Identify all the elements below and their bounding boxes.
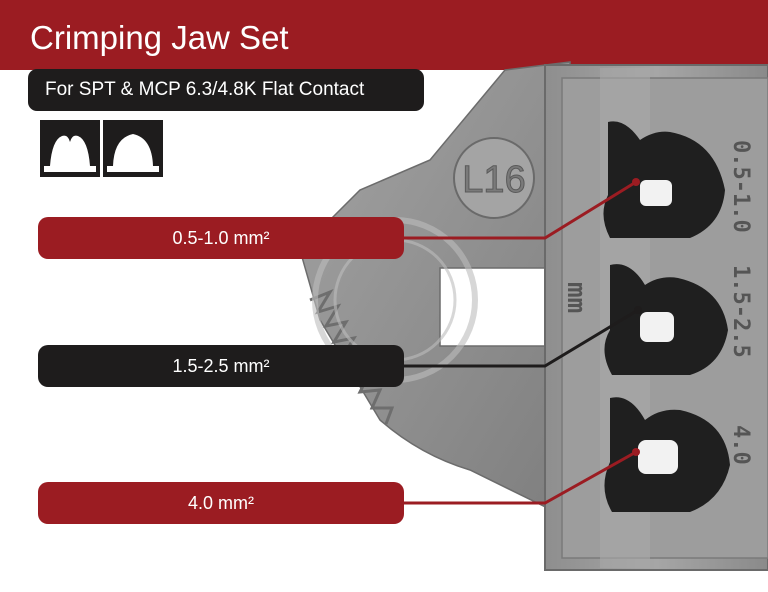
jaw-window [439, 267, 551, 347]
crimp-profile-single-icon [103, 120, 163, 177]
header-band [0, 0, 768, 70]
crimp-cavity-1 [603, 121, 725, 238]
die-unit-stamp: mm [561, 282, 591, 313]
leader-line-3 [404, 450, 637, 505]
crimp-profile-double-icon [40, 120, 100, 177]
callout-size-1-5-2-5: 1.5-2.5 mm² [38, 345, 404, 387]
leader-line-1 [404, 180, 637, 240]
page-title: Crimping Jaw Set [30, 19, 289, 56]
die-size-stamp-3: 4.0 [728, 425, 753, 465]
die-size-stamp-1: 0.5-1.0 [728, 140, 753, 233]
model-stamp-circle [453, 137, 535, 219]
die-size-stamp-2: 1.5-2.5 [728, 265, 753, 358]
leader-line-2 [404, 308, 639, 368]
callout-size-0-5-1-0: 0.5-1.0 mm² [38, 217, 404, 259]
subtitle-pill: For SPT & MCP 6.3/4.8K Flat Contact [28, 69, 424, 111]
model-stamp: L16 [462, 159, 525, 201]
callout-size-4-0: 4.0 mm² [38, 482, 404, 524]
